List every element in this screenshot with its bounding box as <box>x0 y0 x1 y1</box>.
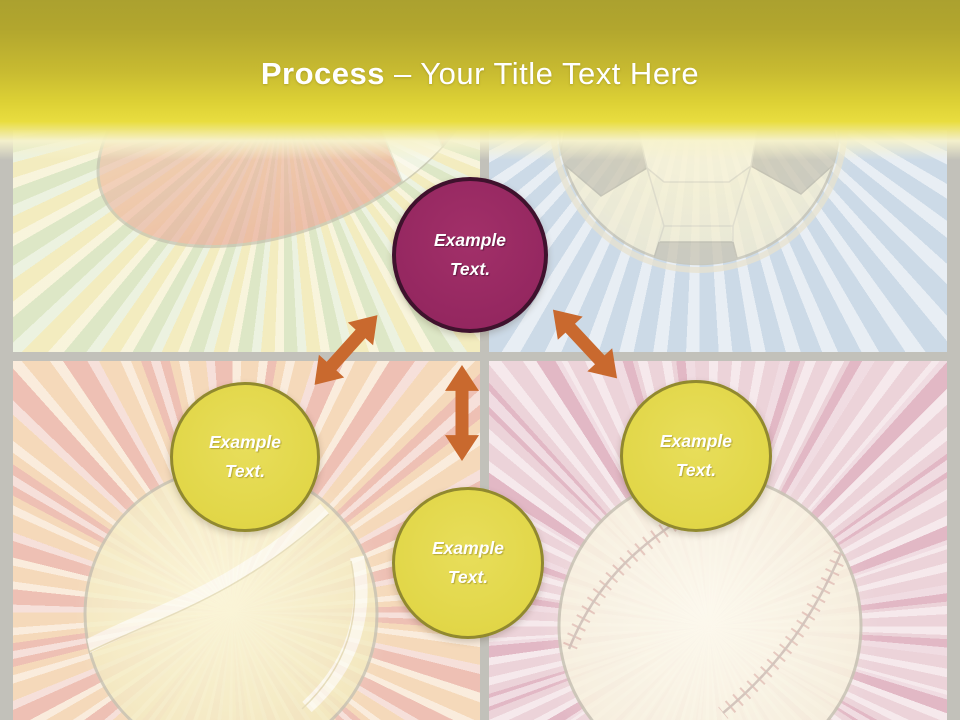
node-left-label: Example Text. <box>209 432 281 481</box>
double-arrow-center-icon <box>444 365 480 461</box>
double-arrow-top-right-icon <box>540 297 630 390</box>
double-arrow-top-left-icon <box>301 303 391 397</box>
node-top-label: Example Text. <box>434 230 506 279</box>
title-emphasis: Process <box>260 56 386 91</box>
title-rest: – Your Title Text Here <box>394 56 700 91</box>
node-right: Example Text. <box>620 380 772 532</box>
node-center-label: Example Text. <box>432 538 504 587</box>
node-top: Example Text. <box>392 177 548 333</box>
slide-title: Process– Your Title Text Here <box>0 56 960 92</box>
title-bar: Process– Your Title Text Here <box>0 0 960 160</box>
node-center: Example Text. <box>392 487 544 639</box>
node-right-label: Example Text. <box>660 431 732 480</box>
node-left: Example Text. <box>170 382 320 532</box>
